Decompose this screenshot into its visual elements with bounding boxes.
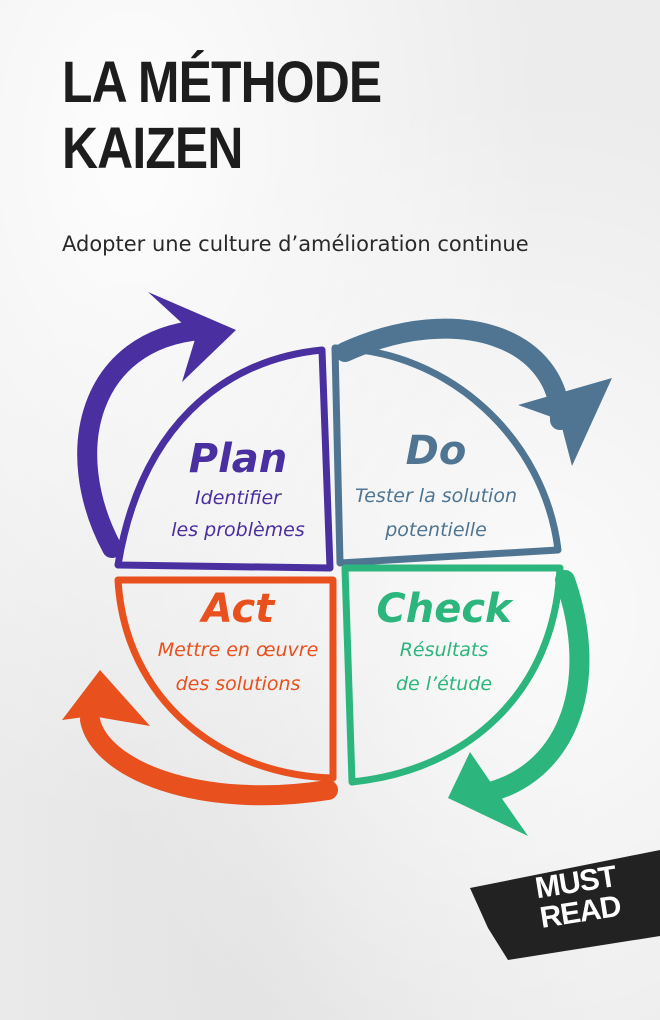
plan-text-line2: les problèmes [171,519,305,541]
book-title-line2: KAIZEN [62,116,243,181]
book-title: LA MÉTHODE KAIZEN [62,50,382,182]
book-title-line1: LA MÉTHODE [62,50,382,115]
check-arrow-icon [448,570,590,836]
do-text-line1: Tester la solution [355,485,517,507]
do-text-line2: potentielle [384,519,487,541]
act-arrow-icon [62,670,338,806]
act-heading: Act [199,586,276,632]
do-heading: Do [406,428,467,474]
check-quadrant-outline [341,564,564,786]
check-heading: Check [376,586,514,632]
check-text-line2: de l’étude [396,673,492,695]
do-quadrant-outline [331,344,562,567]
plan-arrow-icon [77,292,236,558]
act-text-line2: des solutions [176,673,301,695]
book-subtitle: Adopter une culture d’amélioration conti… [62,232,529,256]
must-read-badge [470,850,660,960]
act-quadrant-outline [114,576,337,782]
do-arrow-icon [335,318,612,466]
pdca-cycle-diagram: Plan Identifier les problèmes Do Tester … [62,292,612,836]
plan-heading: Plan [189,436,288,482]
check-text-line1: Résultats [400,639,489,661]
plan-text-line1: Identifier [195,487,282,509]
act-text-line1: Mettre en œuvre [158,639,319,661]
